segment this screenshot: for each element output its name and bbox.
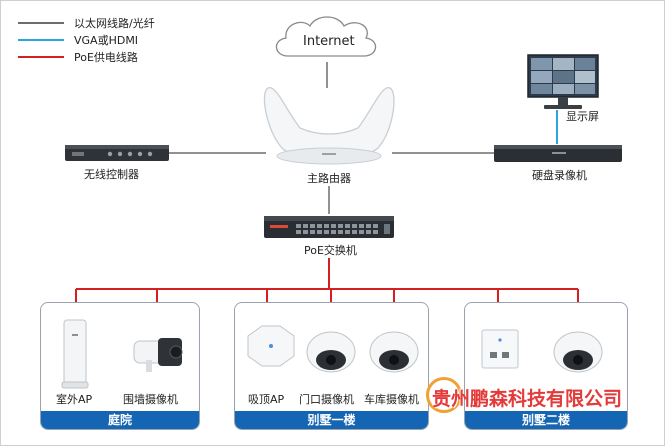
poe-switch-label: PoE交换机 <box>304 244 357 257</box>
group-title-courtyard: 庭院 <box>41 411 199 429</box>
ceiling-ap-icon <box>247 325 295 367</box>
wireless-controller-icon <box>65 145 169 161</box>
device-label-wall-camera: 围墙摄像机 <box>123 393 178 406</box>
internet-cloud-icon <box>275 16 377 57</box>
display-label: 显示屏 <box>566 110 599 123</box>
device-label-ceiling-ap: 吸顶AP <box>248 393 285 406</box>
nvr-recorder-icon <box>494 145 622 162</box>
internet-label: Internet <box>303 34 355 49</box>
group-title-floor1: 别墅一楼 <box>235 411 428 429</box>
ethernet-links <box>168 62 494 214</box>
legend-label-vga: VGA或HDMI <box>74 33 139 47</box>
watermark-logo-icon <box>426 377 462 413</box>
watermark-text: 贵州鹏森科技有限公司 <box>432 388 623 410</box>
router-icon <box>263 87 395 165</box>
poe-switch-icon <box>264 216 394 238</box>
legend-swatch-ethernet <box>18 21 64 24</box>
legend-swatch-poe <box>18 55 64 58</box>
nvr-label: 硬盘录像机 <box>532 169 587 182</box>
legend-swatch-vga <box>18 38 64 41</box>
legend-label-ethernet: 以太网线路/光纤 <box>74 16 155 30</box>
group-title-floor2: 别墅二楼 <box>465 411 627 429</box>
door-camera-icon <box>306 331 356 373</box>
panel-ap-icon <box>481 329 519 369</box>
legend: 以太网线路/光纤 VGA或HDMI PoE供电线路 <box>18 14 155 65</box>
device-label-door-camera: 门口摄像机 <box>299 393 354 406</box>
legend-item-ethernet: 以太网线路/光纤 <box>18 14 155 31</box>
bullet-camera-icon <box>133 338 183 372</box>
floor2-camera-icon <box>553 331 603 373</box>
legend-item-poe: PoE供电线路 <box>18 48 155 65</box>
legend-item-vga: VGA或HDMI <box>18 31 155 48</box>
main-router-label: 主路由器 <box>307 172 351 185</box>
display-monitor-icon <box>527 54 599 109</box>
outdoor-ap-icon <box>61 319 89 389</box>
device-label-outdoor-ap: 室外AP <box>56 393 93 406</box>
device-label-garage-camera: 车库摄像机 <box>364 393 419 406</box>
legend-label-poe: PoE供电线路 <box>74 50 138 64</box>
garage-camera-icon <box>369 331 419 373</box>
wireless-controller-label: 无线控制器 <box>84 168 139 181</box>
